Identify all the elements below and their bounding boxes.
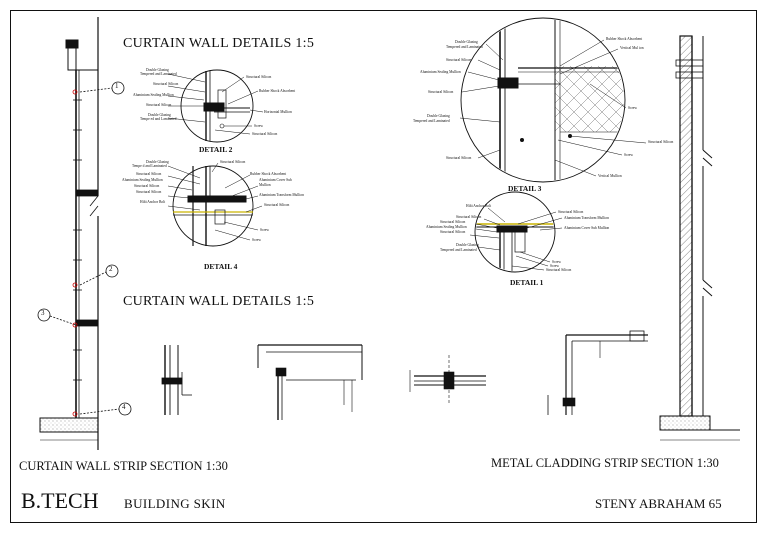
- d3-note: Structural Silicon: [428, 90, 454, 94]
- detail-4-label: DETAIL 4: [204, 262, 238, 271]
- subject-title: BUILDING SKIN: [124, 496, 226, 511]
- detail-3-leaders: [459, 39, 647, 177]
- d4-note: Structural Silicon: [134, 184, 160, 188]
- d3-note: Structural Silicon: [648, 140, 674, 144]
- d3-note: Double Glazing: [455, 40, 478, 44]
- d4-note: Mullion: [259, 183, 271, 187]
- callout-marker-4: 4: [122, 403, 126, 411]
- d4-note: Structural Silicon: [220, 160, 246, 164]
- detail-1-leaders: [469, 207, 563, 271]
- curtain-wall-details-title-top: CURTAIN WALL DETAILS 1:5: [123, 36, 315, 51]
- d1-note: Structural Silicon: [456, 215, 482, 219]
- d4-note: Structural Silicon: [264, 203, 290, 207]
- callout-marker-1: 1: [115, 82, 119, 90]
- d1-note: Structural Silicon: [440, 220, 466, 224]
- d2-note: Horizontal Mullion: [264, 110, 292, 114]
- d2-note: Double Glazing: [148, 113, 171, 117]
- d3-note: Tempered and Laminated: [446, 45, 483, 49]
- drawing-sheet-border: [10, 10, 757, 523]
- detail-2-label: DETAIL 2: [199, 145, 233, 154]
- detail-4-leaders: [167, 162, 263, 241]
- d1-note: Structural Silicon: [440, 230, 466, 234]
- d4-note: Structural Silicon: [136, 190, 162, 194]
- d1-note: Double Glazing: [456, 243, 479, 247]
- bottom-detail-b: [257, 344, 363, 420]
- bottom-detail-c: [409, 355, 486, 405]
- d1-note: Hilti Anchor Bolt: [466, 204, 492, 208]
- d2-note: Rubber Shock Absorbent: [259, 89, 296, 93]
- d4-note: Screw: [260, 228, 269, 232]
- d1-note: Tempered and Laminated: [440, 248, 477, 252]
- d4-note: Structural Silicon: [136, 172, 162, 176]
- d4-note: Tempe d and Laminated: [132, 164, 167, 168]
- callout-marker-3: 3: [41, 309, 45, 317]
- detail-1-label: DETAIL 1: [510, 278, 544, 287]
- d3-note: Tempered and Laminated: [413, 119, 450, 123]
- d3-note: Double Glazing: [427, 114, 450, 118]
- d1-note: Structural Silicon: [546, 268, 572, 272]
- d2-note: Structural Silicon: [146, 103, 172, 107]
- curtain-wall-strip-section-title: CURTAIN WALL STRIP SECTION 1:30: [19, 459, 228, 473]
- d4-note: Hilti Anchor Bolt: [140, 200, 166, 204]
- d4-note: Double Glazing: [146, 160, 169, 164]
- detail-reference-marks: [72, 89, 78, 417]
- detail-3-label: DETAIL 3: [508, 184, 542, 193]
- d1-note: Aluminium Sealing Mullion: [426, 225, 467, 229]
- d2-note: Aluminium Sealing Mullion: [133, 93, 174, 97]
- d1-note: Screw: [552, 260, 561, 264]
- d4-note: Aluminium Cover Sub: [259, 178, 292, 182]
- d4-note: Aluminium Transform Mullion: [259, 193, 304, 197]
- d3-note: Vertical Mullion: [598, 174, 622, 178]
- d3-note: Aluminium Sealing Mullion: [420, 70, 461, 74]
- section-callout-markers: [37, 81, 132, 416]
- metal-cladding-strip-section: [659, 35, 740, 441]
- d4-note: Aluminium Sealing Mullion: [122, 178, 163, 182]
- d3-note: Screw: [624, 153, 633, 157]
- d2-note: Screw: [254, 124, 263, 128]
- d2-note: Double Glazing: [146, 68, 169, 72]
- curtain-wall-strip-section: [39, 17, 99, 450]
- d1-note: Screw: [550, 264, 559, 268]
- detail-2-leaders: [167, 73, 264, 135]
- bottom-detail-d: [547, 330, 648, 415]
- d1-note: Structural Silicon: [558, 210, 584, 214]
- d2-note: Tempe ed and Laminated: [140, 117, 177, 121]
- d3-note: Structural Silicon: [446, 58, 472, 62]
- d1-note: Aluminium Transform Mullion: [564, 216, 609, 220]
- d2-note: Structural Silicon: [153, 82, 179, 86]
- callout-marker-2: 2: [109, 265, 113, 273]
- curtain-wall-details-title-bottom: CURTAIN WALL DETAILS 1:5: [123, 294, 315, 309]
- metal-cladding-strip-section-title: METAL CLADDING STRIP SECTION 1:30: [491, 456, 719, 470]
- detail-4-drawing: [172, 165, 254, 247]
- d4-note: Screw: [252, 238, 261, 242]
- detail-3-drawing: [460, 17, 626, 183]
- d3-note: Screw: [628, 106, 637, 110]
- d3-note: Vertical Mul ion: [620, 46, 644, 50]
- course-title: B.TECH: [21, 488, 99, 513]
- bottom-detail-a: [161, 345, 192, 415]
- d3-note: Structural Silicon: [446, 156, 472, 160]
- d3-note: Rubber Shock Absorbent: [606, 37, 643, 41]
- d2-note: Structural Silicon: [246, 75, 272, 79]
- d1-note: Aluminium Cover Sub Mullion: [564, 226, 610, 230]
- d2-note: Structural Silicon: [252, 132, 278, 136]
- d2-note: Tempered and Laminated: [140, 72, 177, 76]
- author-name: STENY ABRAHAM 65: [595, 496, 722, 511]
- d4-note: Rubber Shock Absorbent: [250, 172, 287, 176]
